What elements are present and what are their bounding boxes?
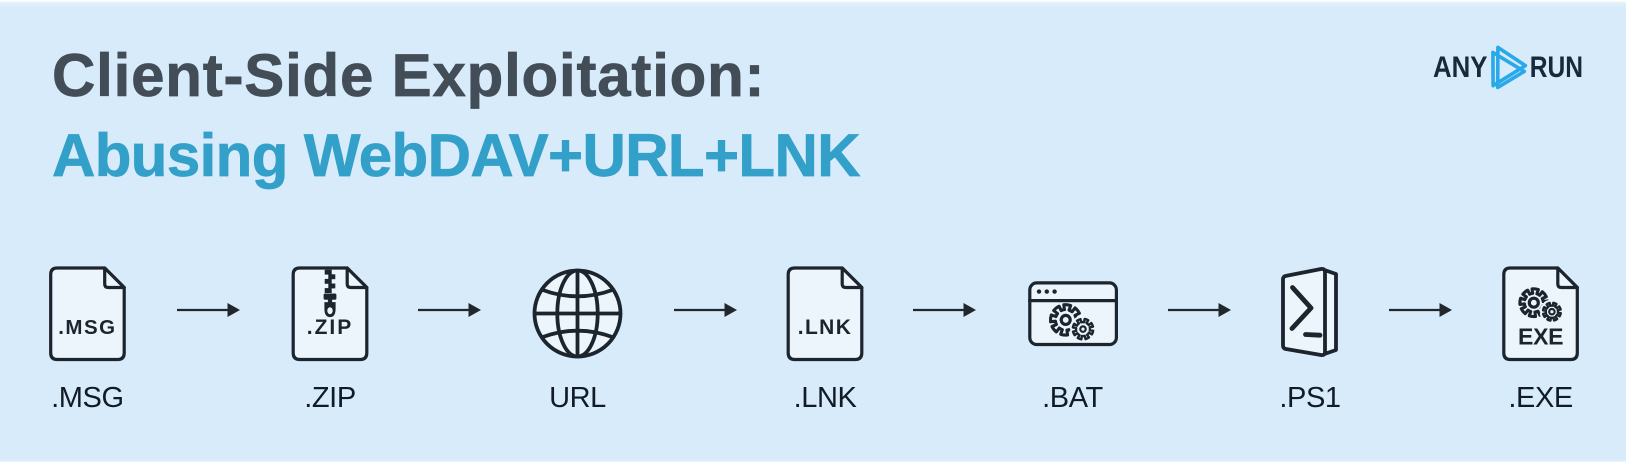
svg-text:.MSG: .MSG bbox=[58, 316, 116, 339]
svg-text:.LNK: .LNK bbox=[798, 316, 853, 339]
svg-text:EXE: EXE bbox=[1518, 323, 1563, 349]
svg-text:.ZIP: .ZIP bbox=[307, 316, 354, 339]
